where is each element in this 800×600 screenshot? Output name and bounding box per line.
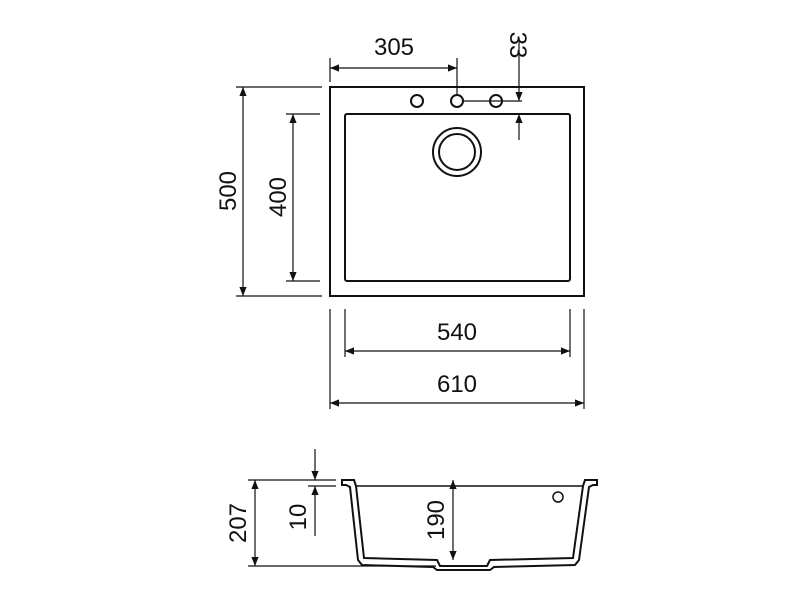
dimension-rim-thickness (308, 449, 336, 536)
tap-hole-center (450, 94, 464, 108)
dimension-tap-to-bowl (512, 40, 570, 140)
sink-outer-outline (329, 86, 585, 297)
bowl-width-label: 540 (437, 319, 477, 346)
tap-hole-left (410, 94, 424, 108)
overall-width-label: 610 (437, 371, 477, 398)
tap-to-bowl-label: 33 (504, 32, 531, 59)
side-view (341, 479, 598, 571)
dimension-bowl-depth (286, 113, 320, 282)
side-profile-outer (341, 479, 598, 571)
dimension-overall-height (248, 479, 436, 567)
drain-inner-circle (438, 133, 476, 171)
bowl-height-label: 190 (423, 500, 450, 540)
overall-depth-label: 500 (215, 171, 242, 211)
bowl-depth-label: 400 (265, 177, 292, 217)
dimension-overall-width (329, 309, 585, 409)
rim-thickness-label: 10 (285, 504, 312, 531)
overflow-hole (552, 491, 564, 503)
top-view (329, 86, 585, 297)
bowl-outline (344, 113, 571, 282)
dimension-bowl-width (344, 309, 571, 357)
drain-outer-circle (432, 127, 482, 177)
dimension-tap-offset (329, 58, 458, 95)
tap-offset-label: 305 (374, 34, 414, 61)
overall-height-label: 207 (225, 503, 252, 543)
dimension-overall-depth (236, 86, 322, 297)
